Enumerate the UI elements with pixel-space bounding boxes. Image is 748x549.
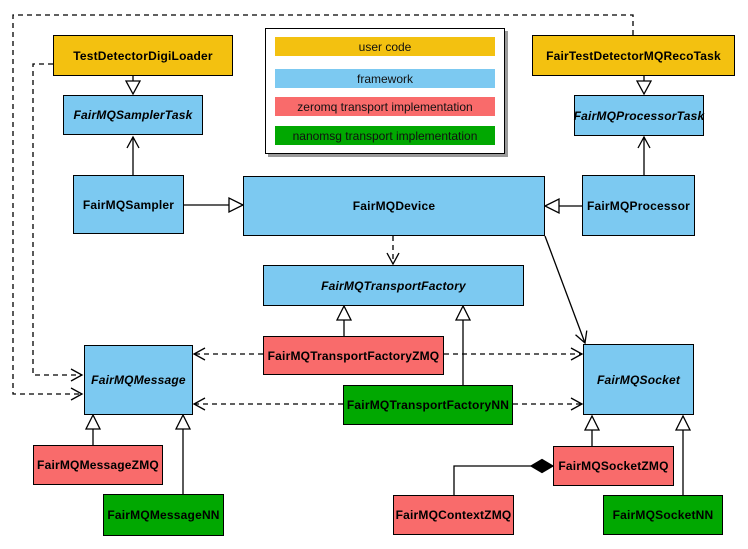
- composition-diamond: [529, 458, 555, 474]
- node-fairtestdetectormqrecotask: FairTestDetectorMQRecoTask: [532, 35, 735, 76]
- edge-assoc-device-socket: [544, 235, 588, 345]
- node-fairmqtransportfactorynn: FairMQTransportFactoryNN: [343, 385, 513, 425]
- node-fairmqtransportfactory: FairMQTransportFactory: [263, 265, 524, 306]
- legend-item-zeromq: zeromq transport implementation: [275, 97, 495, 116]
- arrowhead-triangle-samplertask: [124, 80, 142, 96]
- node-fairmqmessage: FairMQMessage: [84, 345, 193, 415]
- edge-dependency-recotask-message: [12, 14, 634, 401]
- edge-composition-contextzmq-socketzmq: [453, 465, 531, 495]
- node-fairmqcontextzmq: FairMQContextZMQ: [393, 495, 514, 535]
- legend-item-user-code: user code: [275, 37, 495, 56]
- node-fairmqsocket: FairMQSocket: [583, 344, 694, 415]
- node-testdetectordigiloader: TestDetectorDigiLoader: [53, 35, 233, 76]
- arrowhead-triangle-device-left: [228, 196, 245, 214]
- arrowhead-triangle-socket-left: [583, 414, 601, 431]
- node-fairmqprocessor: FairMQProcessor: [582, 175, 695, 236]
- legend-box: user code framework zeromq transport imp…: [265, 28, 505, 154]
- arrowhead-triangle-message-left: [84, 413, 102, 430]
- arrowhead-triangle-message-right: [174, 413, 192, 430]
- legend-item-framework: framework: [275, 69, 495, 88]
- node-fairmqsamplertask: FairMQSamplerTask: [63, 95, 203, 135]
- node-fairmqtransportfactoryzmq: FairMQTransportFactoryZMQ: [263, 336, 444, 375]
- node-fairmqsocketzmq: FairMQSocketZMQ: [553, 446, 674, 486]
- edge-dependency-digiloader-message: [32, 63, 84, 382]
- arrowhead-triangle-socket-right: [674, 414, 692, 431]
- arrowhead-triangle-processortask: [635, 80, 653, 96]
- arrowhead-triangle-device-right: [543, 197, 560, 215]
- node-fairmqdevice: FairMQDevice: [243, 176, 545, 236]
- node-fairmqmessagenn: FairMQMessageNN: [103, 494, 224, 536]
- node-fairmqsocketnn: FairMQSocketNN: [603, 495, 723, 535]
- node-fairmqsampler: FairMQSampler: [73, 175, 184, 234]
- node-fairmqmessagezmq: FairMQMessageZMQ: [33, 445, 163, 485]
- legend-item-nanomsg: nanomsg transport implementation: [275, 126, 495, 145]
- arrowhead-triangle-factory-left: [335, 304, 353, 321]
- arrowhead-triangle-factory-right: [454, 304, 472, 321]
- node-fairmqprocessortask: FairMQProcessorTask: [574, 95, 704, 136]
